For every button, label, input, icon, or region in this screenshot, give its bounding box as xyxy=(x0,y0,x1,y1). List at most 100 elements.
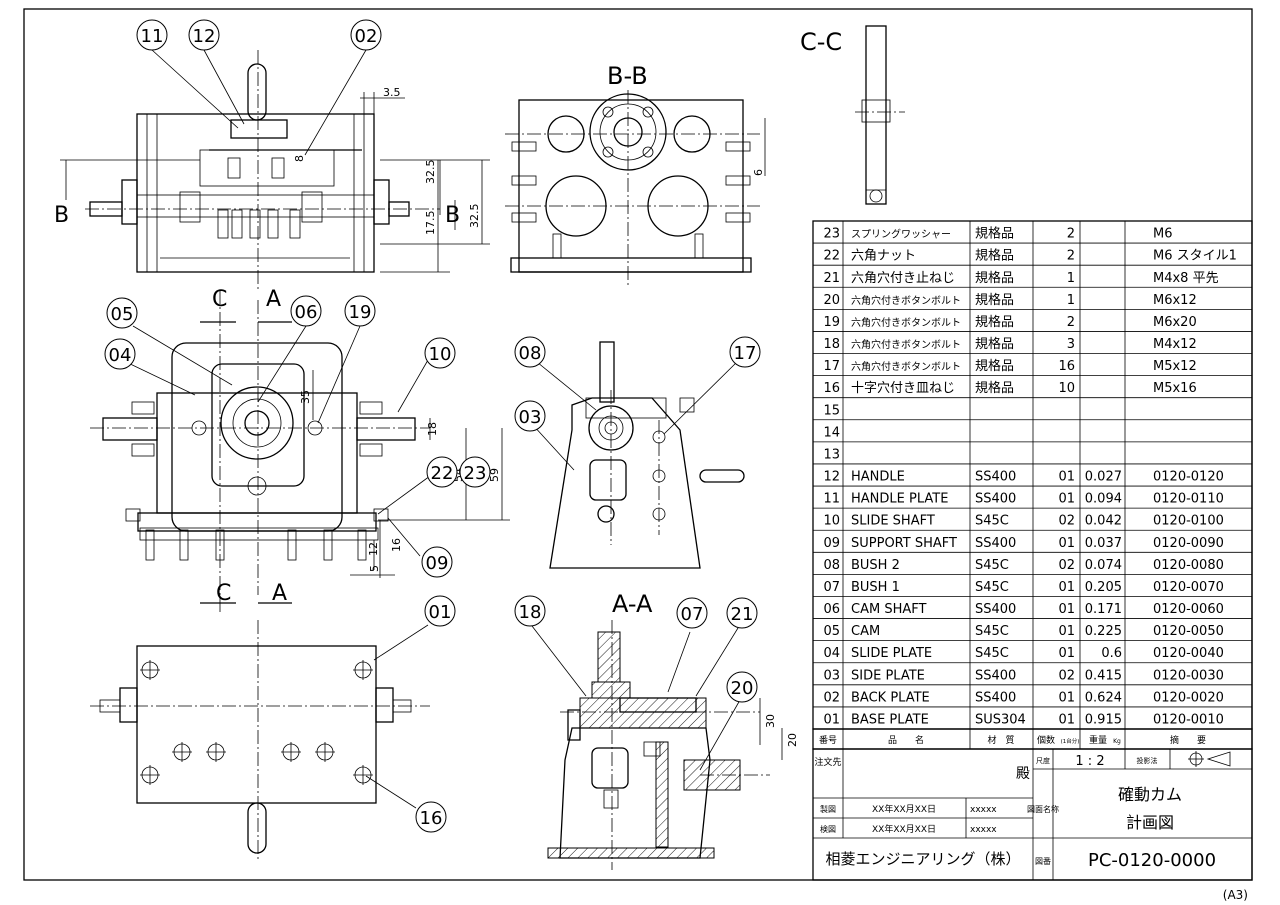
table-cell-name: 六角穴付きボタンボルト xyxy=(851,316,961,329)
svg-text:11: 11 xyxy=(141,26,164,47)
dim-17-5: 17.5 xyxy=(424,211,437,236)
balloon-16: 16 xyxy=(415,801,447,833)
table-cell-name: SLIDE SHAFT xyxy=(851,514,935,529)
cc-view xyxy=(855,25,905,205)
svg-text:22: 22 xyxy=(431,463,454,484)
table-cell-note: 0120-0090 xyxy=(1153,536,1224,551)
table-cell-qty: 01 xyxy=(1058,470,1075,485)
table-cell-no: 21 xyxy=(823,271,840,286)
table-cell-mat: 規格品 xyxy=(975,314,1014,330)
table-cell-note: M4x8 平先 xyxy=(1153,271,1219,286)
balloon-17: 17 xyxy=(729,336,761,368)
bom-header-material: 材 質 xyxy=(987,734,1014,746)
table-cell-qty: 02 xyxy=(1058,668,1075,683)
table-cell-qty: 01 xyxy=(1058,713,1075,728)
table-cell-mat: 規格品 xyxy=(975,336,1014,352)
table-cell-no: 14 xyxy=(823,425,840,440)
table-cell-qty: 01 xyxy=(1058,580,1075,595)
table-cell-qty: 2 xyxy=(1067,249,1075,264)
section-label-a-top: A xyxy=(266,287,281,312)
table-cell-no: 09 xyxy=(823,536,840,551)
svg-text:01: 01 xyxy=(429,602,452,623)
table-cell-name: BUSH 2 xyxy=(851,558,900,573)
svg-text:09: 09 xyxy=(426,553,449,574)
table-cell-note: 0120-0020 xyxy=(1153,690,1224,705)
table-cell-qty: 01 xyxy=(1058,492,1075,507)
title-to-label: 注文先 xyxy=(814,756,841,768)
balloon-11: 11 xyxy=(136,19,168,51)
table-cell-mat: S45C xyxy=(975,558,1009,573)
table-cell-note: M6 xyxy=(1153,227,1173,242)
table-cell-note: 0120-0100 xyxy=(1153,514,1224,529)
table-cell-mat: 規格品 xyxy=(975,270,1014,286)
sheet-size-label: (A3) xyxy=(1223,888,1248,902)
balloon-01: 01 xyxy=(424,595,456,627)
table-cell-qty: 01 xyxy=(1058,646,1075,661)
table-cell-wt: 0.074 xyxy=(1085,558,1122,573)
table-cell-mat: S45C xyxy=(975,624,1009,639)
view-title-bb: B-B xyxy=(607,62,648,90)
table-cell-mat: 規格品 xyxy=(975,358,1014,374)
leader-lines xyxy=(121,49,742,809)
table-cell-name: 六角穴付きボタンボルト xyxy=(851,294,961,307)
dim-5-b: 5 xyxy=(368,565,381,572)
table-cell-name: CAM SHAFT xyxy=(851,602,926,617)
table-cell-name: SLIDE PLATE xyxy=(851,646,932,661)
table-cell-no: 16 xyxy=(823,381,840,396)
table-cell-wt: 0.171 xyxy=(1085,602,1122,617)
parts-list-header: 番号 品 名 材 質 個数 (1台分) 重量 Kg 摘 要 xyxy=(812,728,1253,750)
bom-header-name: 品 名 xyxy=(888,734,924,746)
table-cell-name: HANDLE xyxy=(851,470,905,485)
view-title-aa: A-A xyxy=(612,590,653,618)
balloon-06: 06 xyxy=(290,295,322,327)
table-cell-mat: 規格品 xyxy=(975,248,1014,264)
table-cell-mat: SS400 xyxy=(975,536,1016,551)
table-cell-wt: 0.915 xyxy=(1085,713,1122,728)
table-cell-qty: 01 xyxy=(1058,602,1075,617)
table-cell-mat: 規格品 xyxy=(975,292,1014,308)
table-cell-note: 0120-0050 xyxy=(1153,624,1224,639)
title-block xyxy=(812,748,1253,881)
balloon-23: 23 xyxy=(459,456,491,488)
table-cell-no: 05 xyxy=(823,624,840,639)
table-cell-note: 0120-0060 xyxy=(1153,602,1224,617)
table-cell-wt: 0.037 xyxy=(1085,536,1122,551)
dim-18: 18 xyxy=(426,422,439,436)
svg-text:23: 23 xyxy=(464,463,487,484)
dim-6: 6 xyxy=(752,169,765,176)
svg-text:05: 05 xyxy=(111,304,134,325)
svg-text:12: 12 xyxy=(193,26,216,47)
table-cell-wt: 0.042 xyxy=(1085,514,1122,529)
dim-8: 8 xyxy=(293,155,306,162)
table-cell-qty: 02 xyxy=(1058,514,1075,529)
table-cell-qty: 1 xyxy=(1067,271,1075,286)
table-cell-no: 19 xyxy=(823,315,840,330)
balloon-12: 12 xyxy=(188,19,220,51)
svg-text:20: 20 xyxy=(731,678,754,699)
table-cell-qty: 02 xyxy=(1058,558,1075,573)
table-cell-note: 0120-0030 xyxy=(1153,668,1224,683)
svg-text:19: 19 xyxy=(349,302,372,323)
third-angle-projection-icon xyxy=(1188,751,1231,767)
title-scale-value: 1 : 2 xyxy=(1075,754,1104,769)
table-cell-no: 12 xyxy=(823,470,840,485)
title-drawing-number: PC-0120-0000 xyxy=(1088,850,1216,871)
table-cell-qty: 2 xyxy=(1067,227,1075,242)
balloon-02: 02 xyxy=(350,19,382,51)
table-cell-no: 03 xyxy=(823,668,840,683)
svg-text:02: 02 xyxy=(355,26,378,47)
table-cell-mat: SS400 xyxy=(975,470,1016,485)
table-cell-note: 0120-0080 xyxy=(1153,558,1224,573)
table-row: 14 xyxy=(823,425,840,440)
table-cell-wt: 0.027 xyxy=(1085,470,1122,485)
table-cell-name: 六角穴付き止ねじ xyxy=(851,271,955,286)
dim-3-5-top: 3.5 xyxy=(383,86,401,99)
